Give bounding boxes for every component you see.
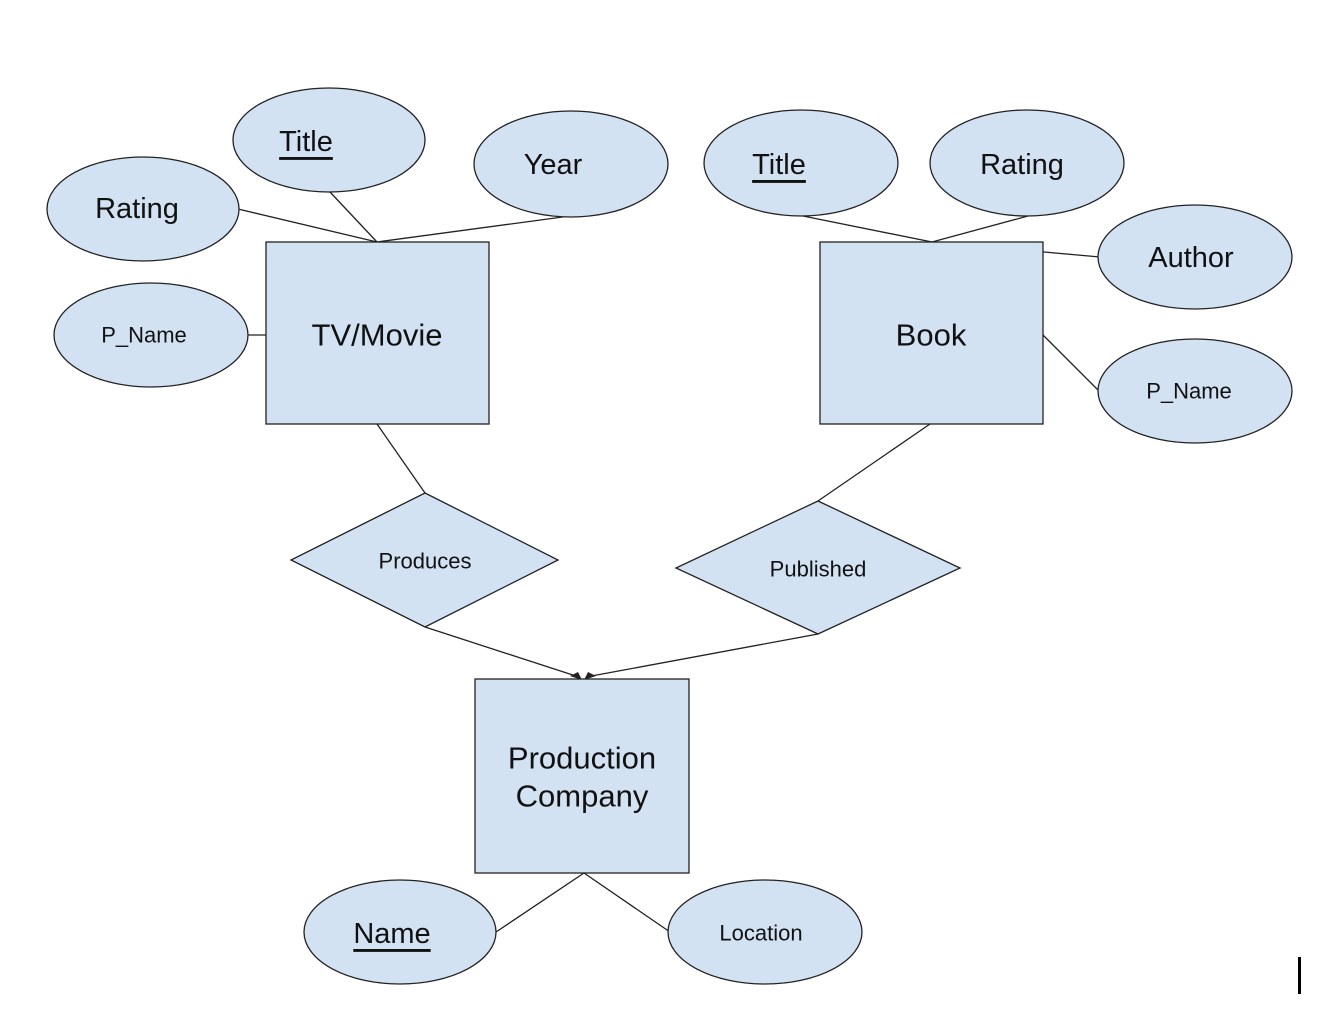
connector-book-title	[802, 215, 933, 243]
arrowhead-icon	[584, 672, 596, 680]
attribute-label: Rating	[95, 193, 179, 225]
attribute-ellipse	[232, 87, 426, 193]
connector-tvmovie-title	[329, 191, 378, 243]
attribute-key-label: Name	[353, 918, 430, 950]
attribute-book-author[interactable]: Author	[1097, 204, 1293, 310]
attribute-ellipse	[929, 109, 1125, 217]
connector-book-rating	[931, 215, 1029, 243]
relationship-label: Produces	[379, 549, 472, 574]
attribute-key-label: Title	[752, 149, 806, 181]
attribute-label: Author	[1148, 242, 1234, 274]
entity-tv-movie[interactable]: TV/Movie	[265, 241, 490, 425]
attribute-tvmovie-year[interactable]: Year	[473, 110, 669, 218]
attribute-label: Location	[719, 921, 802, 946]
connector-tvmovie-year	[376, 215, 571, 243]
attribute-ellipse	[53, 282, 249, 388]
connector-tvmovie-produces	[376, 423, 426, 494]
attribute-tvmovie-title[interactable]: Title	[232, 87, 426, 193]
attribute-book-pname[interactable]: P_Name	[1097, 338, 1293, 444]
connector-published-company	[585, 633, 819, 678]
connector-produces-company	[424, 626, 580, 678]
attribute-label: Year	[524, 149, 583, 181]
attribute-ellipse	[1097, 204, 1293, 310]
attribute-company-name[interactable]: Name	[303, 879, 497, 985]
entity-label: TV/Movie	[312, 318, 443, 353]
entity-box	[265, 241, 490, 425]
relationship-produces[interactable]: Produces	[289, 492, 560, 628]
attribute-company-location[interactable]: Location	[667, 879, 863, 985]
attribute-ellipse	[473, 110, 669, 218]
attribute-tvmovie-pname[interactable]: P_Name	[53, 282, 249, 388]
entity-box	[474, 678, 690, 874]
connector-company-name	[495, 872, 585, 933]
attribute-ellipse	[303, 879, 497, 985]
entity-box	[819, 241, 1044, 425]
relationship-diamond	[289, 492, 560, 628]
attribute-label: P_Name	[101, 323, 187, 348]
connector-tvmovie-rating	[237, 208, 378, 243]
attribute-key-label: Title	[279, 126, 333, 158]
attribute-ellipse	[667, 879, 863, 985]
entity-book[interactable]: Book	[819, 241, 1044, 425]
entity-label-line1: Production	[508, 741, 656, 776]
connector-book-pname	[1042, 334, 1101, 393]
attribute-tvmovie-rating[interactable]: Rating	[46, 156, 240, 262]
attribute-label: Rating	[980, 149, 1064, 181]
attribute-ellipse	[1097, 338, 1293, 444]
attribute-book-rating[interactable]: Rating	[929, 109, 1125, 217]
attribute-ellipse	[46, 156, 240, 262]
relationship-diamond	[674, 500, 962, 635]
connector-book-published	[817, 423, 931, 502]
attribute-ellipse	[703, 109, 899, 217]
attribute-book-title[interactable]: Title	[703, 109, 899, 217]
connector-company-location	[583, 872, 671, 933]
arrowhead-icon	[570, 672, 582, 680]
entity-production-company[interactable]: Production Company	[474, 678, 690, 874]
attribute-label: P_Name	[1146, 379, 1232, 404]
entity-label: Book	[896, 318, 967, 353]
relationship-published[interactable]: Published	[674, 500, 962, 635]
entity-label-line2: Company	[516, 779, 649, 814]
text-cursor-icon	[1298, 957, 1301, 994]
relationship-label: Published	[770, 557, 867, 582]
connectors	[237, 191, 1101, 933]
